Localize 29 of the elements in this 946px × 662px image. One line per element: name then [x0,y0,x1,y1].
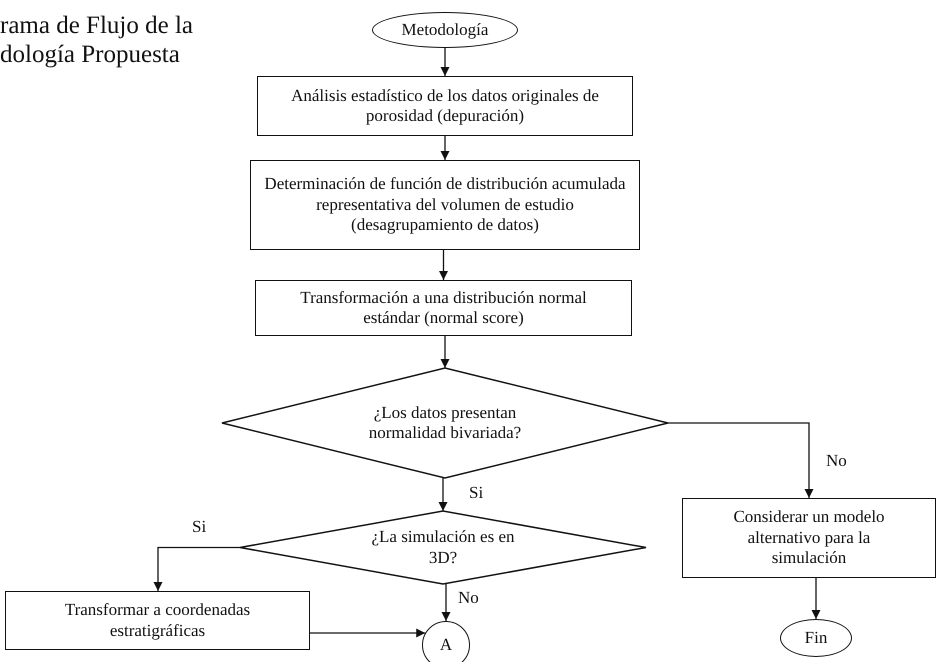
arrow [442,584,450,621]
decision-diamond [240,511,646,584]
node-text: Determinación de función de distribución acumulada representativa del volumen de estudio (desagrupamiento de datos) [263,174,627,236]
node-text: Fin [804,628,828,648]
node-text: ¿Los datos presentan normalidad bivariada? [368,402,522,444]
node-text: A [438,634,454,656]
node-text: Transformar a coordenadas estratigráficas [64,600,252,641]
process-box [257,76,633,136]
arrow [812,578,820,619]
arrow [440,336,450,368]
node-text: Considerar un modelo alternativo para la simulación [732,507,886,569]
process-box [250,160,640,250]
arrow [668,422,814,498]
node-text: ¿La simulación es en 3D? [370,527,516,568]
node-text: Análisis estadístico de los datos originales de porosidad (depuración) [290,86,600,126]
node-text: Metodología [400,20,490,40]
arrow [439,250,448,280]
arrow [440,136,450,160]
process-box [682,498,936,578]
connector-circle [422,621,470,662]
diagram-title: rama de Flujo de la dología Propuesta [0,12,194,70]
arrow [440,48,450,76]
arrow [438,478,448,511]
node-text: Transformación a una distribución normal estándar (normal score) [299,288,588,328]
arrow [154,546,240,591]
decision-diamond [222,368,668,478]
arrow [310,628,426,638]
process-box [5,591,310,650]
process-box [255,280,632,336]
